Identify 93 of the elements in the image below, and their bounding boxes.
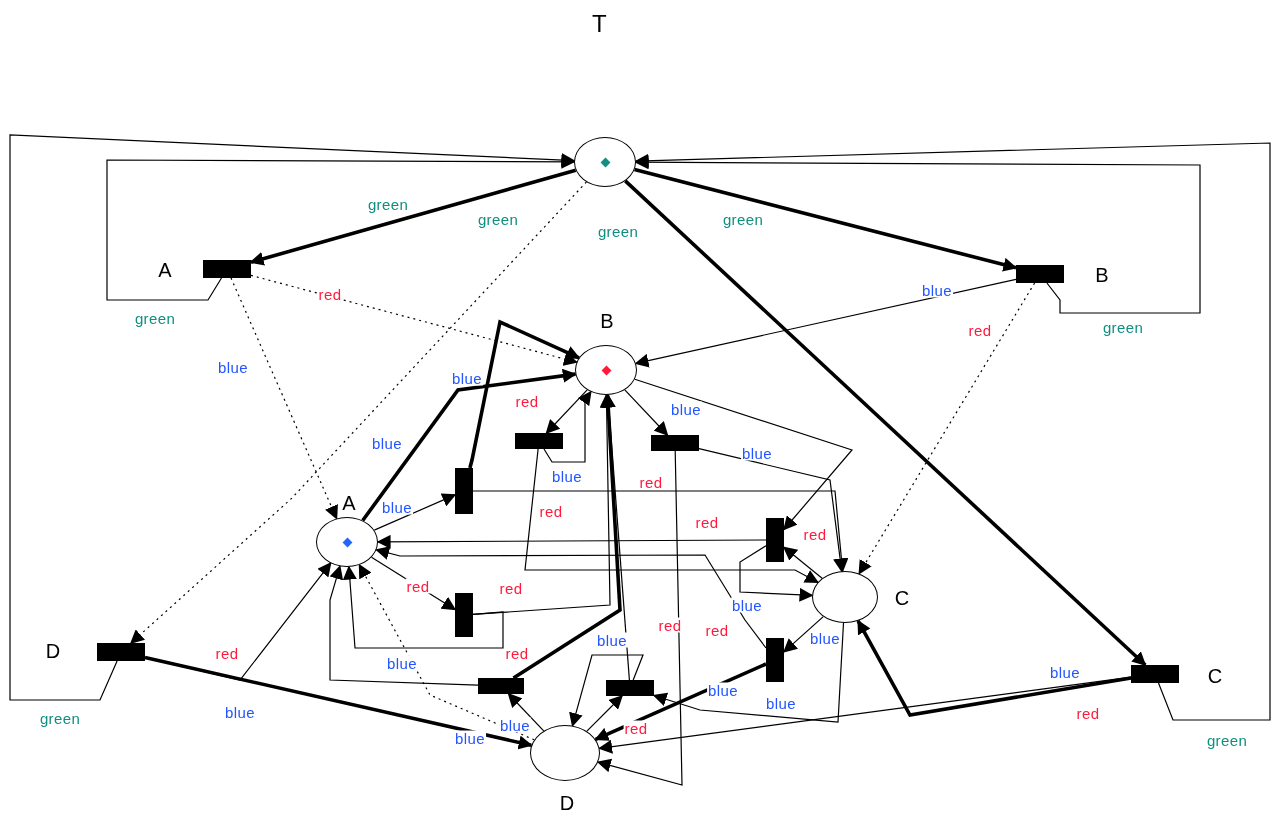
arrow [594,662,767,742]
arrow [358,563,535,741]
place-circle [316,517,378,567]
edge-label: blue [921,282,953,298]
edge-label: blue [1049,664,1081,680]
edge-label: red [1075,705,1101,721]
transition-bar [766,638,784,682]
arrow [543,390,592,463]
arrow [106,154,576,301]
arrow [472,490,849,573]
arrow [512,393,622,680]
transition-label: C [1207,666,1223,686]
arrow [375,546,767,649]
transition-label: D [45,641,61,661]
transition-bar [455,593,473,637]
edge-label: red [638,474,664,490]
arrow [652,622,845,723]
edge-label: blue [741,445,773,461]
place-circle [574,137,636,187]
edge-label: red [317,286,343,302]
transition-label: A [158,260,172,280]
arrow [856,619,1132,717]
arrow [373,493,457,531]
arrow [545,389,588,434]
place-label: C [894,588,910,608]
title: T [592,9,607,39]
transition-bar [455,468,473,514]
edge-label: red [538,503,564,519]
arrow [601,393,630,681]
transition-bar [203,260,251,278]
transition-bar [1131,665,1179,683]
arrow [634,167,1018,272]
place-circle [812,571,878,623]
edge-label: blue [217,359,249,375]
edge-label: blue [731,597,763,613]
edge-label: red [214,645,240,661]
arrow [376,534,767,549]
place-circle [530,725,600,781]
edge-label: blue [551,468,583,484]
edge-label: red [704,622,730,638]
arrow [249,168,577,266]
edge-label: blue [809,630,841,646]
edge-label: blue [451,370,483,386]
place-label: D [559,793,575,813]
arrow [9,134,576,701]
arrow [342,565,504,649]
arrow [230,277,338,520]
arrow [586,695,623,732]
edge-label: red [967,322,993,338]
arrow [739,545,814,602]
place-circle [575,345,637,395]
place-label: A [342,493,356,513]
edge-label: blue [596,632,628,648]
edge-label: blue [670,401,702,417]
arrow [634,378,854,531]
arrow [507,693,545,732]
arrow [634,155,1201,314]
transition-bar [606,680,654,696]
transition-label: B [1095,265,1109,285]
place-label: B [600,311,614,331]
edge-label: red [498,580,524,596]
edge-label: blue [381,499,413,515]
transition-bar [1016,265,1064,283]
transition-bar [515,433,563,449]
edge-label: blue [707,682,739,698]
arrow [624,389,669,436]
edge-label: red [802,526,828,542]
arrow [634,142,1271,721]
edge-label: red [405,578,431,594]
arrow [598,676,1132,754]
edge-label: red [514,393,540,409]
transition-bar [766,518,784,562]
edge-label: blue [765,695,797,711]
edge-label: blue [224,704,256,720]
transition-bar [478,678,524,694]
arrow [596,450,683,786]
transition-bar [97,643,145,661]
arrow [634,278,1017,368]
edge-label: blue [454,730,486,746]
edge-label: red [694,514,720,530]
edge-label: blue [499,717,531,733]
edge-label: red [657,617,683,633]
edge-label: red [504,645,530,661]
edge-label: blue [371,435,403,451]
arrow [361,368,577,522]
arrow [858,282,1036,575]
edge-label: blue [386,655,418,671]
arrow [144,655,533,750]
arrow [624,179,1147,667]
arrow [468,319,581,469]
transition-bar [651,435,699,451]
edge-label: red [623,720,649,736]
arrow [524,448,820,583]
